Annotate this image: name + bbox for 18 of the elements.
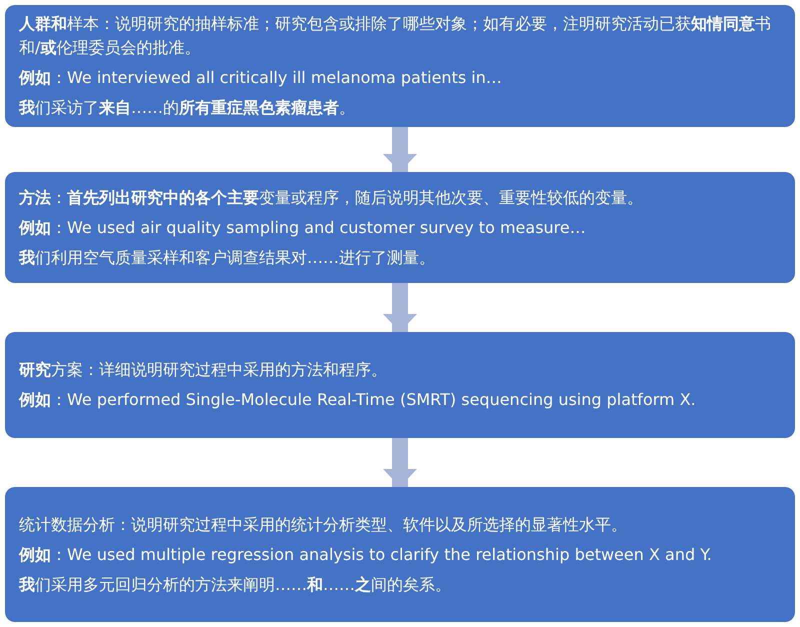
step-box — [5, 5, 795, 127]
step-box — [5, 332, 795, 438]
translation-text: 我们利用空气质量采样和客户调查结果对……进行了测量。 — [19, 246, 436, 268]
down-arrow — [383, 283, 417, 332]
down-arrow — [383, 438, 417, 487]
description-text: 研究方案：详细说明研究过程中采用的方法和程序。 — [19, 359, 388, 381]
step-box — [5, 487, 795, 622]
example-text: 例如：We used air quality sampling and customer survey to measure… — [19, 216, 587, 238]
translation-text: 我们采用多元回归分析的方法来阐明……和……之间的矣系。 — [19, 574, 452, 596]
description-text: 方法：首先列出研究中的各个主要变量或程序，随后说明其他次要、重要性较低的变量。 — [19, 186, 644, 208]
translation-text: 我们采访了来自……的所有重症黑色素瘤患者。 — [19, 97, 356, 119]
example-text: 例如：We used multiple regression analysis to clarify the relationship between X and Y. — [19, 544, 713, 566]
down-arrow — [383, 127, 417, 172]
example-text: 例如：We interviewed all critically ill melanoma patients in… — [19, 67, 503, 89]
example-text: 例如：We performed Single-Molecule Real-Time (SMRT) sequencing using platform X. — [19, 389, 697, 411]
step-box — [5, 172, 795, 283]
description-text: 统计数据分析：说明研究过程中采用的统计分析类型、软件以及所选择的显著性水平。 — [19, 514, 628, 536]
description-text: 人群和样本：说明研究的抽样标准；研究包含或排除了哪些对象；如有必要，注明研究活动已获知情同意书和/或伦理委员会的批准。 — [19, 13, 772, 59]
